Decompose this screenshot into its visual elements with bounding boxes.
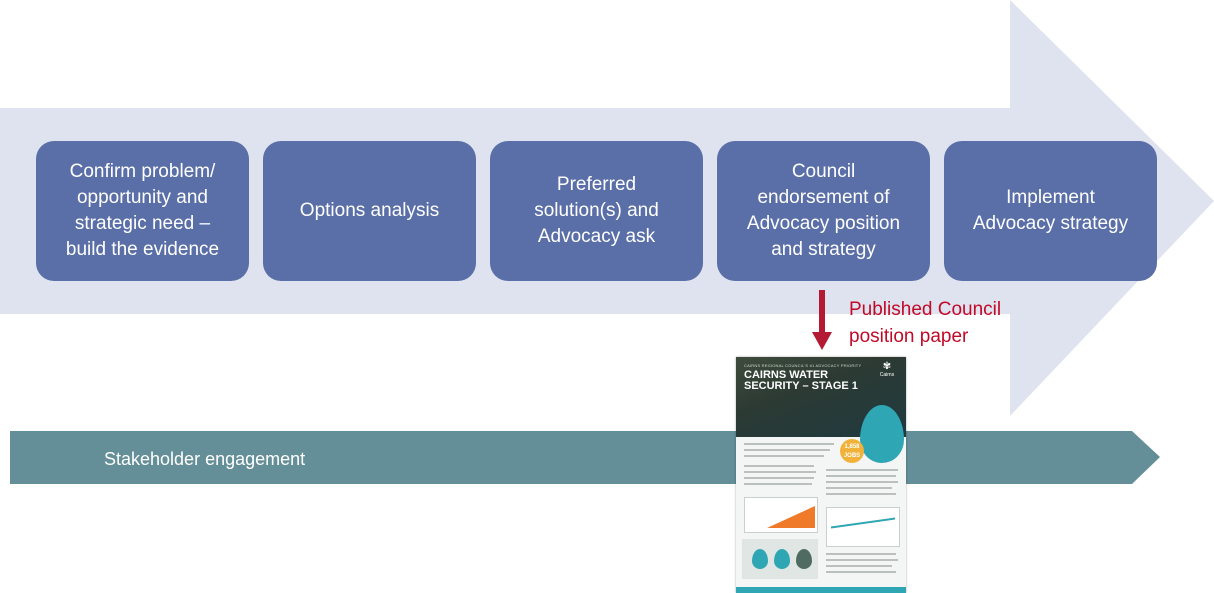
published-paper-label-line-1: Published Council bbox=[849, 299, 1002, 320]
paper-chart-trend bbox=[831, 517, 895, 543]
step-3-line-1: Preferred bbox=[556, 174, 637, 195]
paper-logo: ✾ Cairns bbox=[876, 362, 898, 380]
position-paper-thumbnail: CAIRNS REGIONAL COUNCIL'S #1 ADVOCACY PR… bbox=[736, 357, 906, 593]
paper-jobs-word: JOBS bbox=[843, 453, 861, 459]
step-1-line-1: Confirm problem/ bbox=[69, 161, 216, 182]
step-5-line-2: Advocacy strategy bbox=[972, 213, 1129, 234]
step-1-line-2: opportunity and bbox=[76, 187, 208, 208]
paper-drop-icon bbox=[774, 549, 790, 569]
paper-text-line bbox=[744, 449, 830, 451]
paper-infographic bbox=[742, 539, 818, 579]
step-4-line-4: and strategy bbox=[771, 239, 876, 260]
paper-text-line bbox=[744, 471, 816, 473]
paper-footer-bar bbox=[736, 587, 906, 593]
step-council-endorsement: Council endorsement of Advocacy position… bbox=[717, 141, 930, 281]
paper-jobs-number: 1,858 bbox=[844, 444, 860, 450]
paper-text-line bbox=[744, 443, 834, 445]
paper-text-line bbox=[826, 553, 896, 555]
step-options-analysis: Options analysis bbox=[263, 141, 476, 281]
paper-text-line bbox=[744, 465, 814, 467]
paper-text-line bbox=[826, 469, 898, 471]
step-preferred-solution: Preferred solution(s) and Advocacy ask bbox=[490, 141, 703, 281]
step-2-line-1: Options analysis bbox=[299, 200, 440, 221]
paper-text-line bbox=[744, 477, 814, 479]
step-3-line-3: Advocacy ask bbox=[537, 226, 656, 247]
paper-text-line bbox=[826, 487, 892, 489]
paper-text-line bbox=[826, 571, 896, 573]
paper-text-line bbox=[826, 493, 896, 495]
paper-text-line bbox=[744, 455, 824, 457]
step-3-line-2: solution(s) and bbox=[534, 200, 659, 221]
step-5-line-1: Implement bbox=[1006, 187, 1095, 208]
paper-chart-wedge bbox=[767, 506, 815, 528]
paper-chart-orange bbox=[744, 497, 818, 533]
paper-logo-mark: ✾ bbox=[882, 361, 892, 372]
paper-text-line bbox=[744, 483, 812, 485]
paper-jobs-badge: 1,858 JOBS bbox=[840, 439, 864, 463]
down-arrow-shaft bbox=[819, 290, 825, 334]
step-confirm-problem: Confirm problem/ opportunity and strateg… bbox=[36, 141, 249, 281]
step-4-line-3: Advocacy position bbox=[746, 213, 901, 234]
step-4-line-1: Council bbox=[791, 161, 856, 182]
step-1-line-4: build the evidence bbox=[65, 239, 220, 260]
paper-text-line bbox=[826, 475, 896, 477]
paper-title-line-2: SECURITY – STAGE 1 bbox=[744, 380, 858, 392]
down-arrow-head bbox=[812, 332, 832, 350]
paper-kicker: CAIRNS REGIONAL COUNCIL'S #1 ADVOCACY PR… bbox=[744, 363, 862, 368]
paper-title: CAIRNS WATER SECURITY – STAGE 1 bbox=[744, 370, 858, 392]
paper-water-drop-graphic bbox=[860, 405, 904, 463]
published-paper-label-line-2: position paper bbox=[849, 326, 969, 347]
published-paper-label: Published Council position paper bbox=[849, 296, 1049, 350]
step-1-line-3: strategic need – bbox=[74, 213, 211, 234]
paper-text-line bbox=[826, 481, 898, 483]
paper-logo-text: Cairns bbox=[879, 372, 895, 378]
stakeholder-engagement-label: Stakeholder engagement bbox=[104, 449, 306, 469]
paper-title-line-1: CAIRNS WATER bbox=[744, 369, 829, 381]
paper-text-line bbox=[826, 565, 892, 567]
step-implement-strategy: Implement Advocacy strategy bbox=[944, 141, 1157, 281]
paper-chart-teal bbox=[826, 507, 900, 547]
paper-drop-icon bbox=[796, 549, 812, 569]
paper-drop-icon bbox=[752, 549, 768, 569]
paper-text-line bbox=[826, 559, 898, 561]
step-4-line-2: endorsement of bbox=[757, 187, 890, 208]
